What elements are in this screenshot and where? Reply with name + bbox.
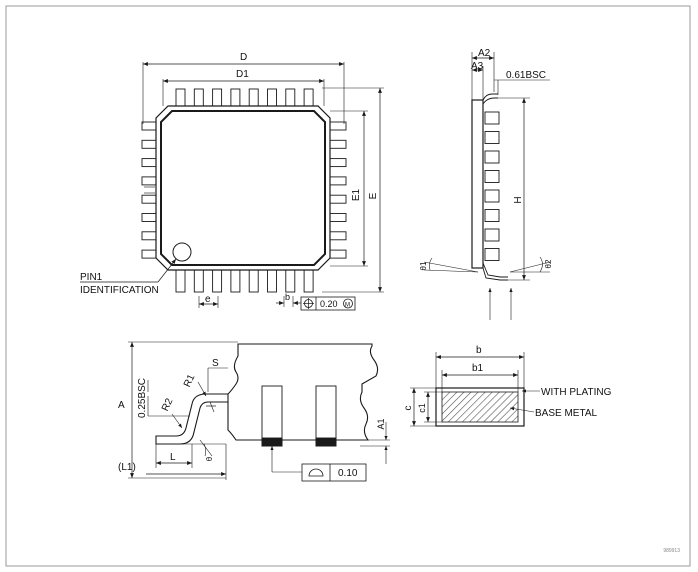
- label-A2: A2: [478, 48, 491, 59]
- side-body: [471, 99, 484, 269]
- footer-code: 989913: [663, 548, 680, 554]
- side-lead: [484, 150, 500, 164]
- label-pin1-identification: IDENTIFICATION: [80, 285, 159, 296]
- label-L1: (L1): [118, 462, 136, 473]
- lead-bottom: [303, 267, 314, 293]
- label-H: H: [513, 196, 524, 203]
- label-D1: D1: [236, 69, 249, 80]
- lead-bottom: [212, 267, 223, 293]
- side-view: [423, 52, 551, 320]
- side-lead: [484, 248, 500, 261]
- lead-detail: [128, 341, 390, 482]
- detail-body: [227, 343, 379, 441]
- lead-base-metal: [441, 391, 519, 423]
- label-L: L: [170, 452, 176, 463]
- side-lead: [484, 111, 500, 125]
- label-b-top: b: [285, 292, 290, 302]
- label-A1: A1: [376, 418, 386, 429]
- label-c1: c1: [417, 403, 427, 413]
- lead-bottom: [230, 267, 241, 293]
- lead-plating-outline: [435, 387, 525, 427]
- label-R2: R2: [160, 396, 176, 413]
- tolerance-value: 0.20: [320, 299, 338, 309]
- lead-bottom: [248, 267, 259, 293]
- side-lead: [484, 131, 500, 144]
- lead-bottom: [267, 267, 277, 293]
- label-A: A: [118, 400, 125, 411]
- label-E: E: [368, 192, 379, 199]
- label-A3: A3: [471, 61, 484, 72]
- label-025bsc: 0.25BSC: [137, 378, 148, 418]
- top-view: [80, 62, 384, 311]
- position-tolerance-frame: [300, 296, 356, 311]
- side-lead: [484, 170, 500, 183]
- side-leads: [484, 111, 500, 261]
- label-c: c: [403, 406, 414, 411]
- pin1-mark: [172, 242, 192, 262]
- label-theta1: θ1: [419, 261, 428, 270]
- label-E1: E1: [351, 188, 362, 201]
- label-pin1: PIN1: [80, 272, 103, 283]
- label-base-metal: BASE METAL: [535, 408, 597, 419]
- lead-bottom: [175, 267, 186, 293]
- label-D: D: [240, 52, 247, 63]
- label-theta2: θ2: [544, 259, 553, 268]
- side-lead: [484, 189, 500, 203]
- label-061bsc: 0.61BSC: [506, 70, 546, 81]
- label-b1: b1: [472, 363, 484, 374]
- flatness-value: 0.10: [338, 468, 358, 479]
- label-with-plating: WITH PLATING: [541, 387, 612, 398]
- outer-border: [5, 5, 691, 567]
- package-body: [155, 105, 331, 271]
- gull-wing-lead: [155, 393, 228, 445]
- top-view-labels: D D1 E1 E PIN1 IDENTIFICATION e b 0.20 M: [80, 52, 379, 309]
- lead-section-labels: b b1 c c1 WITH PLATING BASE METAL: [403, 345, 612, 419]
- tolerance-modifier: M: [345, 303, 350, 309]
- label-R1: R1: [182, 372, 198, 389]
- side-lead: [484, 209, 500, 222]
- package-body-inner: [160, 110, 326, 266]
- lead-section: [410, 352, 540, 427]
- side-view-labels: A2 A3 0.61BSC H θ1 θ2: [419, 48, 553, 270]
- flatness-tolerance-frame: [301, 463, 367, 482]
- bottom-leads: [175, 267, 314, 293]
- label-e: e: [205, 294, 211, 305]
- label-b-section: b: [476, 345, 482, 356]
- lead-bottom: [193, 267, 204, 293]
- lead-bottom: [285, 267, 296, 293]
- lead-detail-labels: A 0.25BSC R1 R2 S L (L1) θ A1 0.10: [118, 358, 386, 479]
- right-leads: [325, 121, 347, 259]
- side-lead: [484, 228, 500, 242]
- left-leads: [141, 121, 161, 259]
- label-S: S: [212, 358, 219, 369]
- label-theta: θ: [205, 456, 214, 461]
